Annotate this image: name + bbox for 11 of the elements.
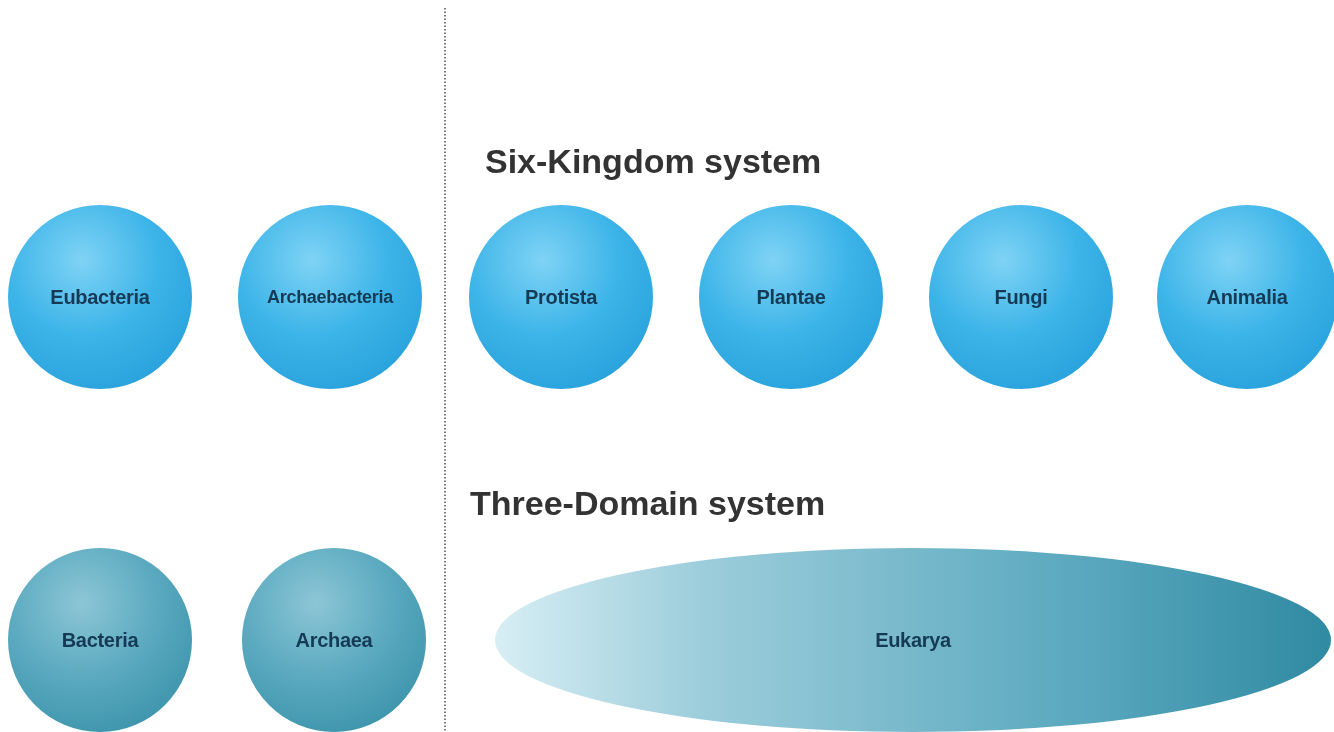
node-label: Plantae	[756, 285, 826, 309]
node-label: Protista	[524, 285, 598, 309]
node-label: Eubacteria	[50, 285, 150, 309]
node-label: Eukarya	[875, 628, 951, 652]
node-label: Archaebacteria	[267, 286, 393, 308]
node-label: Bacteria	[61, 628, 139, 652]
section-heading: Six-Kingdom system	[485, 142, 822, 181]
node-label: Archaea	[295, 628, 373, 652]
section-heading: Three-Domain system	[470, 484, 826, 523]
node-label: Animalia	[1206, 285, 1288, 309]
node-label: Fungi	[994, 285, 1048, 309]
